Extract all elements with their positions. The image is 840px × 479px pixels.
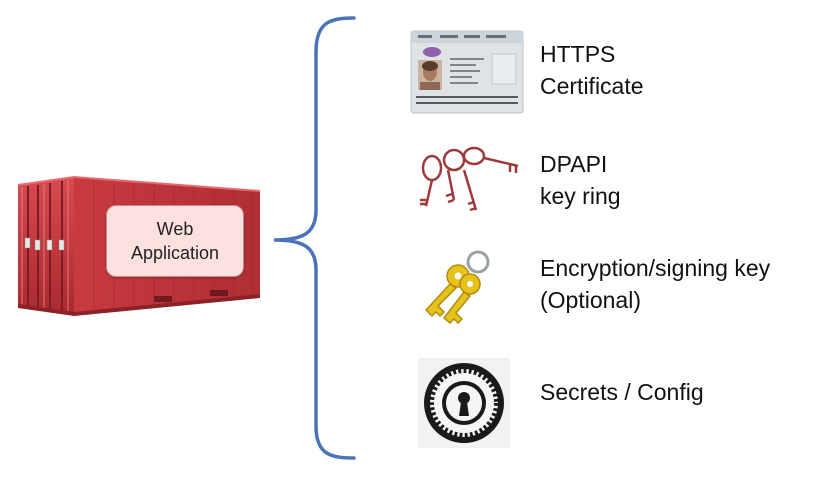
keys-icon [418, 246, 496, 326]
item-label-line1: Encryption/signing key [540, 252, 770, 284]
seal-lock-icon [418, 358, 510, 448]
container-label-line2: Application [131, 241, 219, 265]
container-label-line1: Web [157, 217, 194, 241]
item-label-line2: Certificate [540, 70, 644, 102]
item-encryption-signing-key: Encryption/signing key (Optional) [540, 252, 770, 316]
key-ring-icon [414, 140, 524, 214]
item-https-certificate: HTTPS Certificate [540, 38, 644, 102]
item-secrets-config: Secrets / Config [540, 376, 704, 408]
curly-brace [268, 12, 360, 464]
item-label-line1: Secrets / Config [540, 376, 704, 408]
item-label-line1: DPAPI [540, 148, 621, 180]
item-label-line1: HTTPS [540, 38, 644, 70]
item-label-line2: (Optional) [540, 284, 770, 316]
item-dpapi-key-ring: DPAPI key ring [540, 148, 621, 212]
id-card-icon [410, 30, 524, 114]
web-application-label: Web Application [106, 205, 244, 277]
item-label-line2: key ring [540, 180, 621, 212]
